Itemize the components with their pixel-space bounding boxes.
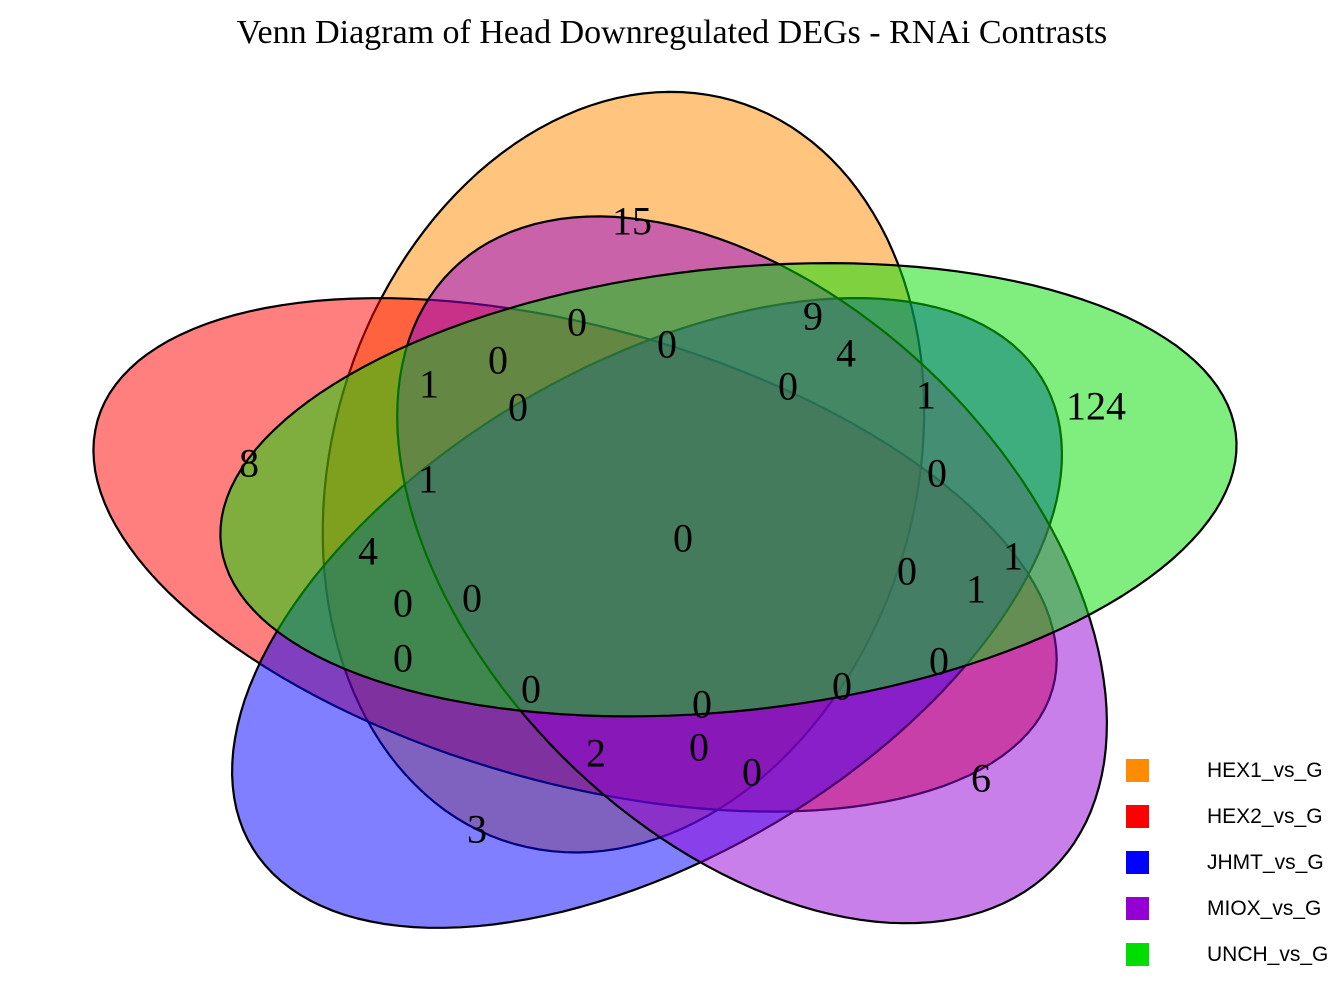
legend-label: HEX1_vs_G [1207, 758, 1323, 782]
region-count-label: 0 [521, 667, 541, 712]
region-count-label: 1 [419, 362, 439, 407]
region-count-label: 1 [916, 373, 936, 418]
legend-row: HEX2_vs_G [1126, 805, 1328, 828]
region-count-label: 1 [418, 457, 438, 502]
region-count-label: 0 [673, 516, 693, 561]
legend: HEX1_vs_G HEX2_vs_G JHMT_vs_G MIOX_vs_G UNCH… [1126, 759, 1328, 989]
region-count-label: 4 [836, 331, 856, 376]
region-count-label: 0 [742, 750, 762, 795]
legend-row: MIOX_vs_G [1126, 897, 1328, 920]
region-count-label: 0 [393, 636, 413, 681]
region-count-label: 8 [239, 441, 259, 486]
region-count-label: 0 [508, 385, 528, 430]
region-count-label: 2 [586, 731, 606, 776]
region-count-label: 0 [778, 364, 798, 409]
legend-label: UNCH_vs_G [1207, 942, 1329, 966]
legend-row: JHMT_vs_G [1126, 851, 1328, 874]
region-count-label: 0 [567, 300, 587, 345]
region-count-label: 6 [971, 756, 991, 801]
region-count-label: 4 [358, 529, 378, 574]
region-count-label: 0 [692, 682, 712, 727]
region-count-label: 124 [1066, 384, 1126, 429]
region-count-label: 3 [467, 807, 487, 852]
region-count-label: 0 [488, 338, 508, 383]
legend-label: MIOX_vs_G [1207, 896, 1322, 920]
legend-label: JHMT_vs_G [1207, 850, 1324, 874]
region-count-label: 0 [897, 549, 917, 594]
legend-color-swatch [1126, 943, 1149, 966]
region-count-label: 0 [929, 639, 949, 684]
region-count-label: 0 [927, 451, 947, 496]
region-count-label: 0 [462, 576, 482, 621]
legend-color-swatch [1126, 897, 1149, 920]
legend-color-swatch [1126, 851, 1149, 874]
region-count-label: 0 [689, 725, 709, 770]
region-count-label: 1 [966, 567, 986, 612]
legend-label: HEX2_vs_G [1207, 804, 1323, 828]
region-count-label: 15 [612, 199, 652, 244]
region-count-label: 1 [1003, 534, 1023, 579]
legend-row: UNCH_vs_G [1126, 943, 1328, 966]
region-count-label: 9 [803, 294, 823, 339]
region-count-label: 0 [393, 581, 413, 626]
legend-color-swatch [1126, 759, 1149, 782]
legend-color-swatch [1126, 805, 1149, 828]
legend-row: HEX1_vs_G [1126, 759, 1328, 782]
region-count-label: 0 [657, 322, 677, 367]
chart-title: Venn Diagram of Head Downregulated DEGs … [236, 14, 1108, 51]
venn-ellipse-unch [219, 262, 1238, 718]
region-count-label: 0 [832, 664, 852, 709]
